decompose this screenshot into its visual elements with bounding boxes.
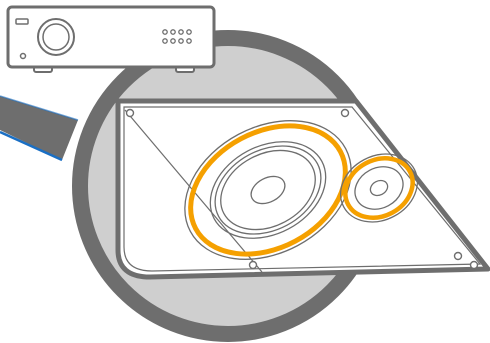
speaker-panel-icon: [118, 93, 488, 287]
cable-icon: [0, 96, 78, 160]
av-receiver-icon: [8, 7, 214, 72]
